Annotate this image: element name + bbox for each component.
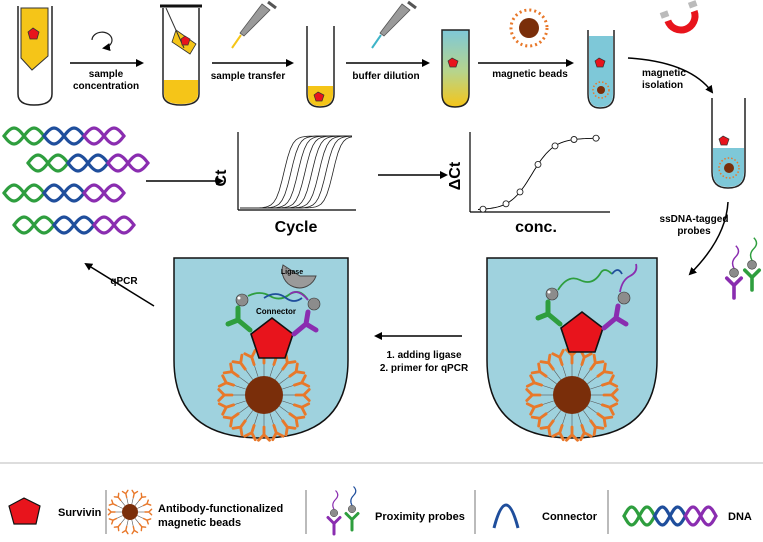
probe-legend-icon — [326, 490, 342, 536]
isolated-tube — [711, 98, 746, 189]
step-label-sample-concentration: sample — [89, 69, 124, 80]
step-label-qpcr: qPCR — [110, 276, 138, 287]
transfer-tube — [306, 26, 335, 108]
proximity-probe-icon-2 — [742, 237, 762, 292]
diluted-tube — [441, 29, 470, 108]
concentrated-tube — [160, 4, 202, 106]
legend-probes: Proximity probes — [375, 511, 465, 523]
arrow — [688, 201, 729, 276]
probe-complex-bound — [535, 263, 638, 353]
step-label-adding-ligase: 1. adding ligase — [386, 350, 461, 361]
probe-complex-ligated — [225, 291, 321, 359]
dna-helices — [2, 126, 150, 235]
magnetic-bead-icon — [509, 8, 549, 48]
dct-axis-label: ΔCt — [447, 161, 464, 190]
legend: Survivin Antibody-functionalized magneti… — [0, 462, 763, 536]
step-label-magnetic-beads: magnetic beads — [492, 69, 568, 80]
arrow — [627, 57, 714, 94]
dct-vs-conc-plot: ΔCt conc. — [447, 132, 610, 236]
ligase-label: Ligase — [281, 269, 303, 276]
conc-axis-label: conc. — [515, 219, 557, 236]
cycle-axis-label: Cycle — [275, 219, 318, 236]
legend-beads: Antibody-functionalized — [158, 503, 283, 515]
legend-dna: DNA — [728, 511, 752, 523]
legend-survivin: Survivin — [58, 507, 102, 519]
survivin-legend-icon — [8, 497, 41, 525]
legend-connector: Connector — [542, 511, 598, 523]
antibody-bead-2 — [525, 348, 619, 442]
pipette-icon-2 — [371, 0, 417, 49]
dna-legend-icon — [622, 505, 718, 527]
connector-legend-icon — [492, 503, 520, 529]
connector-label: Connector — [256, 307, 296, 316]
pipette-icon — [231, 0, 277, 49]
step-label-sample-transfer: sample transfer — [211, 71, 286, 82]
ct-axis-label: Ct — [213, 169, 230, 187]
bead-tube — [587, 30, 615, 109]
bead-legend-icon — [107, 489, 153, 535]
legend-beads-2: magnetic beads — [158, 517, 241, 529]
step-label-probes: probes — [677, 226, 711, 237]
probe-legend-icon-2 — [344, 486, 360, 532]
step-label-ssdna: ssDNA-tagged — [660, 214, 729, 225]
step-label-sample-concentration-2: concentration — [73, 81, 139, 92]
magnet-icon — [659, 0, 699, 34]
step-label-isolation: isolation — [642, 80, 683, 91]
step-label-primer: 2. primer for qPCR — [380, 363, 469, 374]
proximity-probe-icon — [724, 245, 744, 300]
rotate-icon — [91, 31, 113, 51]
ct-vs-cycle-plot: Ct Cycle — [213, 132, 356, 236]
step-label-magnetic: magnetic — [642, 68, 686, 79]
step-label-buffer-dilution: buffer dilution — [352, 71, 419, 82]
ligase-icon — [281, 264, 317, 289]
arrow — [84, 262, 155, 307]
sample-tube — [17, 6, 53, 106]
